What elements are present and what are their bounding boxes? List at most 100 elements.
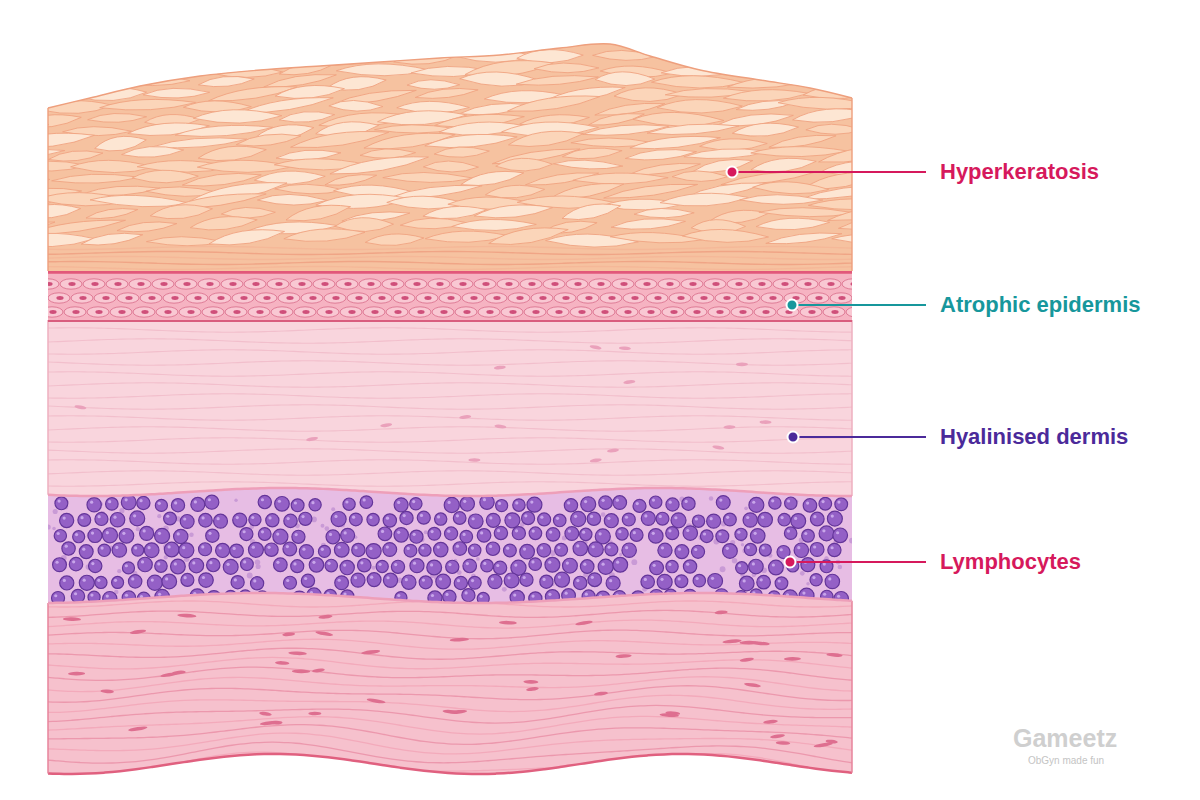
- keratin-flake: [793, 49, 865, 64]
- small-dot: [619, 553, 622, 556]
- lymphocyte-highlight: [201, 545, 204, 548]
- keratin-flake: [657, 99, 743, 114]
- keratinocyte: [428, 279, 450, 289]
- keratinocyte: [221, 279, 243, 289]
- lymphocyte: [292, 530, 305, 543]
- small-dot: [53, 509, 58, 514]
- lymphocyte: [749, 559, 764, 574]
- keratinocyte: [432, 307, 454, 317]
- lymphocyte: [326, 530, 340, 544]
- keratinocyte-nucleus: [95, 310, 102, 314]
- keratinocyte: [761, 293, 783, 303]
- lymphocyte-highlight: [363, 498, 366, 501]
- lymphocyte: [758, 512, 773, 527]
- keratinocyte: [547, 307, 569, 317]
- keratinocyte-nucleus: [585, 296, 592, 300]
- keratinocyte-nucleus: [413, 282, 420, 286]
- keratinocyte: [301, 293, 323, 303]
- lymphocyte: [633, 499, 646, 512]
- lymphocyte: [803, 499, 817, 513]
- lymphocyte: [53, 558, 67, 572]
- keratinocyte: [773, 279, 795, 289]
- lymphocyte-highlight: [91, 531, 94, 534]
- keratinocyte-nucleus: [624, 310, 631, 314]
- lymphocyte-highlight: [63, 579, 66, 582]
- keratin-flake: [832, 232, 921, 247]
- collagen-fibre: [48, 705, 852, 723]
- small-dot: [502, 587, 507, 592]
- lymphocyte-highlight: [202, 576, 205, 579]
- lymphocyte: [750, 529, 765, 544]
- small-dot: [52, 527, 56, 531]
- keratinocyte: [405, 279, 427, 289]
- keratinocyte: [87, 307, 109, 317]
- lymphocyte-highlight: [343, 563, 346, 566]
- small-dot: [189, 533, 194, 538]
- lymphocyte-highlight: [329, 533, 332, 536]
- keratinocyte: [255, 293, 277, 303]
- collagen-fibre: [48, 657, 852, 668]
- lymphocyte-highlight: [125, 498, 128, 501]
- keratinocyte: [616, 307, 638, 317]
- lymphocyte: [275, 497, 290, 512]
- keratinocyte: [478, 307, 500, 317]
- lymphocyte-highlight: [778, 579, 781, 582]
- keratin-flake: [52, 174, 140, 184]
- keratin-flake: [144, 62, 206, 81]
- spindle-nucleus: [177, 613, 196, 618]
- keratinocyte-nucleus: [505, 282, 512, 286]
- keratinocyte-nucleus: [597, 282, 604, 286]
- lymphocyte: [460, 530, 473, 543]
- lymphocyte-highlight: [125, 564, 128, 567]
- lymphocyte: [649, 589, 663, 603]
- lymphocyte: [735, 528, 747, 540]
- lymphocyte: [799, 588, 814, 603]
- lymphocyte: [708, 573, 723, 588]
- keratinocyte-nucleus: [91, 282, 98, 286]
- lymphocyte: [89, 559, 102, 572]
- lymphocyte-highlight: [491, 577, 494, 580]
- lymphocyte-highlight: [754, 532, 757, 535]
- small-dot: [720, 566, 726, 572]
- keratin-flake: [488, 224, 570, 248]
- lymphocyte-highlight: [508, 516, 511, 519]
- label-text: Gameetz: [1013, 723, 1117, 753]
- label-text: Atrophic epidermis: [940, 292, 1140, 318]
- keratinocyte: [796, 279, 818, 289]
- keratin-flake: [485, 184, 545, 199]
- keratinocyte: [819, 279, 841, 289]
- lymphocyte-highlight: [304, 577, 307, 580]
- lymphocyte: [383, 514, 396, 527]
- dermal-nucleus: [736, 363, 748, 367]
- lymphocyte-highlight: [143, 529, 146, 532]
- keratinocyte-nucleus: [677, 296, 684, 300]
- lymphocyte-highlight: [261, 498, 264, 501]
- keratin-flake: [855, 138, 910, 150]
- lymphocyte-highlight: [114, 579, 117, 582]
- lymphocyte: [62, 542, 75, 555]
- lymphocyte-highlight: [583, 563, 586, 566]
- lymphocyte: [164, 512, 177, 525]
- lymphocyte: [231, 576, 244, 589]
- keratinocyte-nucleus: [608, 296, 615, 300]
- keratin-flake: [150, 203, 213, 220]
- keratinocyte: [186, 293, 208, 303]
- lymphocyte: [119, 529, 134, 544]
- lymphocyte: [378, 527, 392, 541]
- leader-dot: [727, 167, 738, 178]
- lymphocyte-highlight: [338, 546, 341, 549]
- lymphocyte: [55, 497, 68, 510]
- lymphocyte-highlight: [90, 501, 93, 504]
- lymphocyte: [343, 498, 355, 510]
- keratinocyte: [501, 307, 523, 317]
- lymphocyte: [309, 499, 321, 511]
- keratin-flake: [728, 51, 797, 60]
- lymphocyte: [599, 496, 612, 509]
- keratinocyte: [623, 293, 645, 303]
- keratinocyte-nucleus: [286, 296, 293, 300]
- lymphocyte-highlight: [397, 531, 400, 534]
- keratin-flake: [190, 215, 258, 232]
- lymphocyte-band-bottom: [48, 593, 852, 603]
- lymphocyte: [283, 542, 297, 556]
